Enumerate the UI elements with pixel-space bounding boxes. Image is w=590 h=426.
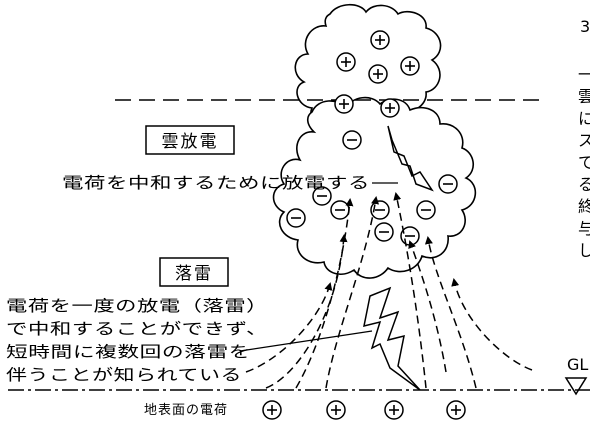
flow-arrow-3 xyxy=(295,198,354,389)
positive-charge-upper-2 xyxy=(336,52,356,72)
side-text-char-5: て xyxy=(578,153,590,172)
cloud-discharge-note: 電荷を中和するために放電する xyxy=(62,174,370,192)
positive-charge-upper-6 xyxy=(380,98,400,118)
flow-arrow-6 xyxy=(451,278,533,371)
flow-arrow-4 xyxy=(325,196,380,389)
negative-charge-7 xyxy=(374,222,394,242)
positive-charge-upper-3 xyxy=(368,64,388,84)
positive-charge-upper-5 xyxy=(334,94,354,114)
in-cloud-lightning xyxy=(387,125,434,192)
strike-note-line-3: 短時間に複数回の落雷を xyxy=(6,343,251,361)
negative-charge-5 xyxy=(416,200,436,220)
flow-arrow-5 xyxy=(424,236,477,389)
side-text-char-6: る xyxy=(578,175,590,194)
flow-arrow-7 xyxy=(393,192,427,389)
ground-lightning xyxy=(363,286,421,391)
negative-charge-6 xyxy=(286,208,306,228)
negative-charge-2 xyxy=(438,174,458,194)
negative-charge-1 xyxy=(342,130,362,150)
strike-note-line-1: 電荷を一度の放電（落雷） xyxy=(6,297,268,315)
lightning-strike-label: 落雷 xyxy=(175,264,213,284)
flow-arrow-8 xyxy=(408,240,447,373)
charge-flow-arrows xyxy=(245,192,533,389)
ground-charge-label: 地表面の電荷 xyxy=(144,403,228,418)
positive-charge-ground-1 xyxy=(262,400,282,420)
negative-charge-8 xyxy=(312,186,332,206)
side-text-char-7: 終 xyxy=(578,197,590,216)
strike-note-line-2: で中和することができず、 xyxy=(6,320,268,338)
strike-note-leader xyxy=(239,330,373,352)
side-text-char-2: 雲 xyxy=(578,87,590,106)
side-text-char-3: に xyxy=(578,109,590,128)
cloud-discharge-box xyxy=(145,125,235,155)
lower-cloud xyxy=(272,96,477,279)
side-text-char-9: し xyxy=(578,241,590,260)
side-text-top: 3 xyxy=(580,17,590,36)
lightning-strike-box xyxy=(159,257,229,287)
positive-charge-upper-4 xyxy=(400,56,420,76)
ground-level-label: GL xyxy=(567,355,588,374)
negative-charge-3 xyxy=(330,200,350,220)
cloud-discharge-label: 雲放電 xyxy=(162,132,219,152)
charge-symbols xyxy=(262,30,466,420)
strike-note-line-4: 伴うことが知られている xyxy=(6,366,242,384)
positive-charge-ground-4 xyxy=(446,400,466,420)
side-text-char-1: 一 xyxy=(578,65,590,84)
ground-level-marker xyxy=(564,377,588,396)
side-text-char-8: 与 xyxy=(578,219,590,238)
side-text-char-4: ス xyxy=(578,131,590,150)
positive-charge-ground-2 xyxy=(326,400,346,420)
positive-charge-ground-3 xyxy=(384,400,404,420)
positive-charge-upper-1 xyxy=(370,30,390,50)
